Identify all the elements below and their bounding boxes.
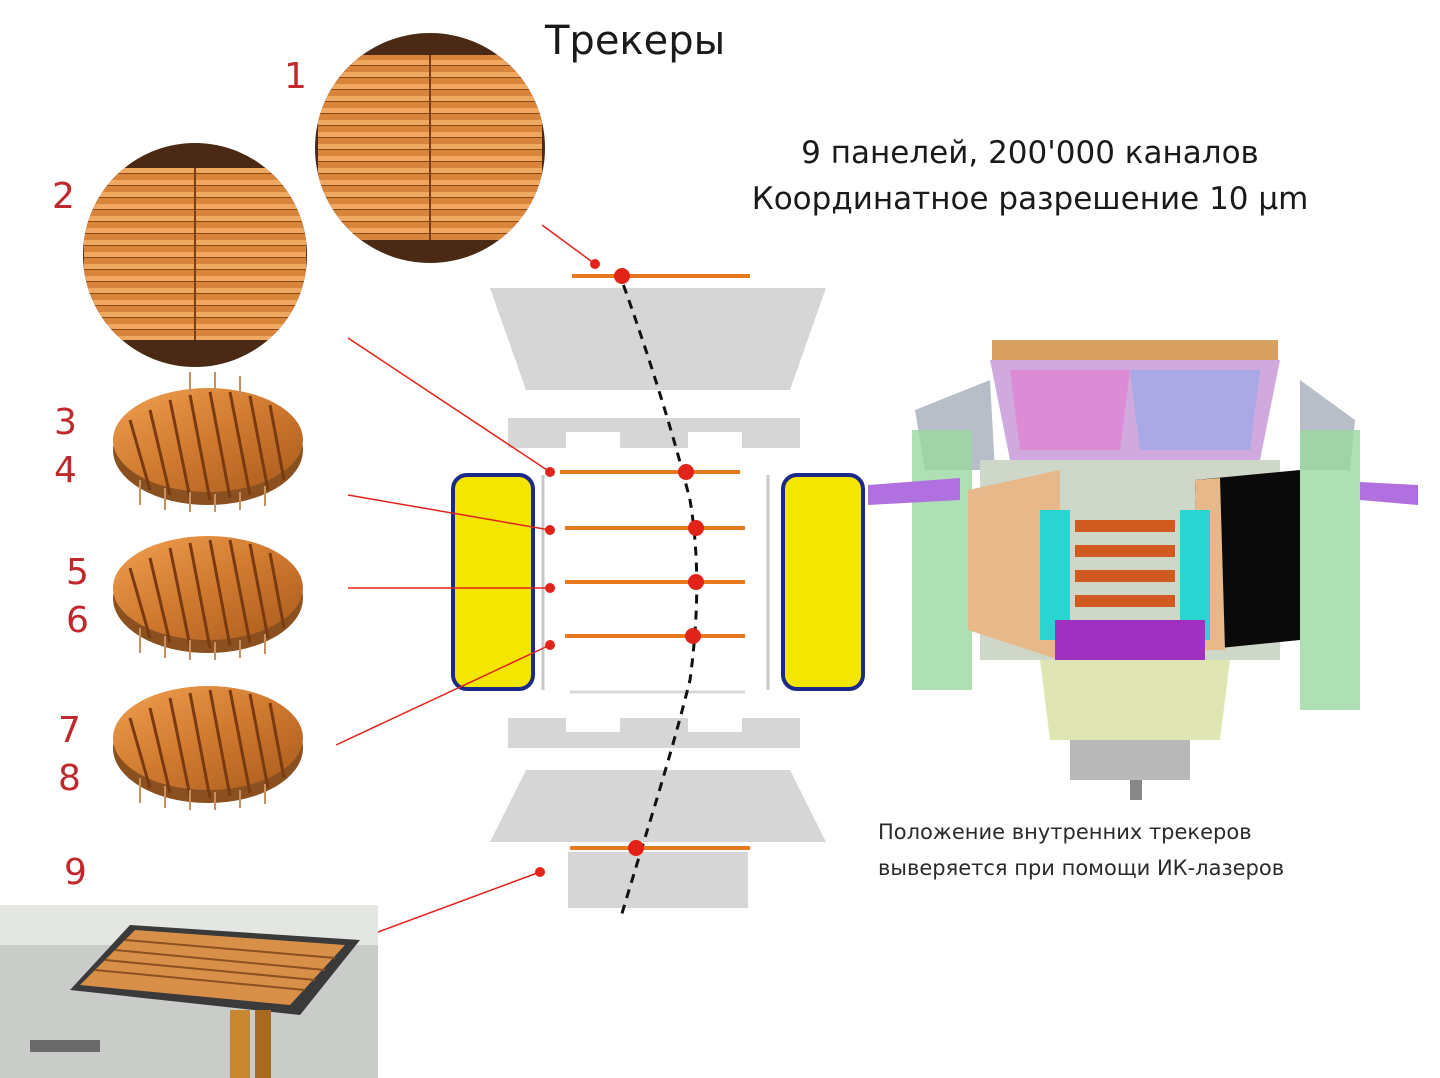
flat-tracker-photo xyxy=(0,905,378,1078)
panel-number-9: 9 xyxy=(64,852,87,893)
panel-number-3: 3 xyxy=(54,402,77,443)
tracker-ladder-3-4-photo xyxy=(113,372,303,512)
tracker-disk-1-photo xyxy=(315,33,545,263)
tracker-ladder-7-8-photo xyxy=(113,686,303,810)
panel-number-6: 6 xyxy=(66,600,89,641)
tracker-disk-2-photo xyxy=(83,143,307,367)
panel-number-8: 8 xyxy=(58,758,81,799)
magnet-left xyxy=(451,473,535,691)
central-schematic xyxy=(335,224,865,933)
note-line-2: выверяется при помощи ИК-лазеров xyxy=(878,856,1285,880)
info-line-panels: 9 панелей, 200'000 каналов xyxy=(801,135,1259,171)
panel-number-4: 4 xyxy=(54,450,77,491)
info-line-resolution: Координатное разрешение 10 µm xyxy=(751,181,1309,217)
magnet-right xyxy=(781,473,865,691)
panel-number-5: 5 xyxy=(66,552,89,593)
page-title: Трекеры xyxy=(545,18,726,64)
note-line-1: Положение внутренних трекеров xyxy=(878,820,1252,844)
panel-number-7: 7 xyxy=(58,710,81,751)
detector-3d-render xyxy=(868,340,1418,800)
panel-number-2: 2 xyxy=(52,176,75,217)
panel-number-1: 1 xyxy=(284,56,307,97)
tracker-ladder-5-6-photo xyxy=(113,536,303,660)
